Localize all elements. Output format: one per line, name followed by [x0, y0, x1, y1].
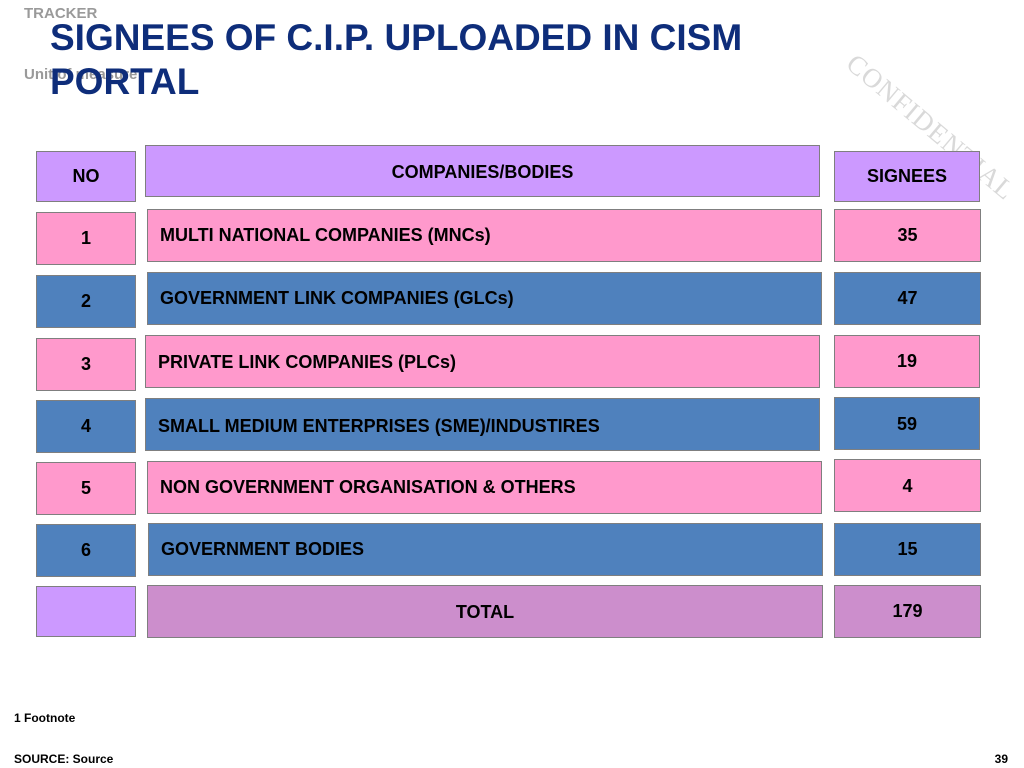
row-2-name: GOVERNMENT LINK COMPANIES (GLCs)	[147, 272, 822, 325]
page-number: 39	[994, 752, 1008, 766]
row-3-no: 3	[36, 338, 136, 391]
row-1-no: 1	[36, 212, 136, 265]
row-5-no: 5	[36, 462, 136, 515]
row-1-signees: 35	[834, 209, 981, 262]
row-4-name: SMALL MEDIUM ENTERPRISES (SME)/INDUSTIRE…	[145, 398, 820, 451]
row-5-signees: 4	[834, 459, 981, 512]
row-3-signees: 19	[834, 335, 980, 388]
header-companies: COMPANIES/BODIES	[145, 145, 820, 197]
row-4-no: 4	[36, 400, 136, 453]
row-5-name: NON GOVERNMENT ORGANISATION & OTHERS	[147, 461, 822, 514]
row-6-signees: 15	[834, 523, 981, 576]
row-3-name: PRIVATE LINK COMPANIES (PLCs)	[145, 335, 820, 388]
row-6-no: 6	[36, 524, 136, 577]
footnote: 1 Footnote	[14, 711, 76, 725]
total-no-empty	[36, 586, 136, 637]
page-title: SIGNEES OF C.I.P. UPLOADED IN CISM PORTA…	[50, 17, 743, 103]
unit-of-measure-label: Unit of measure	[24, 66, 138, 83]
row-6-name: GOVERNMENT BODIES	[148, 523, 823, 576]
row-2-signees: 47	[834, 272, 981, 325]
row-4-signees: 59	[834, 397, 980, 450]
total-label: TOTAL	[147, 585, 823, 638]
total-signees: 179	[834, 585, 981, 638]
header-no: NO	[36, 151, 136, 202]
source-note: SOURCE: Source	[14, 752, 114, 766]
row-2-no: 2	[36, 275, 136, 328]
row-1-name: MULTI NATIONAL COMPANIES (MNCs)	[147, 209, 822, 262]
header-signees: SIGNEES	[834, 151, 980, 202]
tracker-label: TRACKER	[24, 5, 98, 22]
